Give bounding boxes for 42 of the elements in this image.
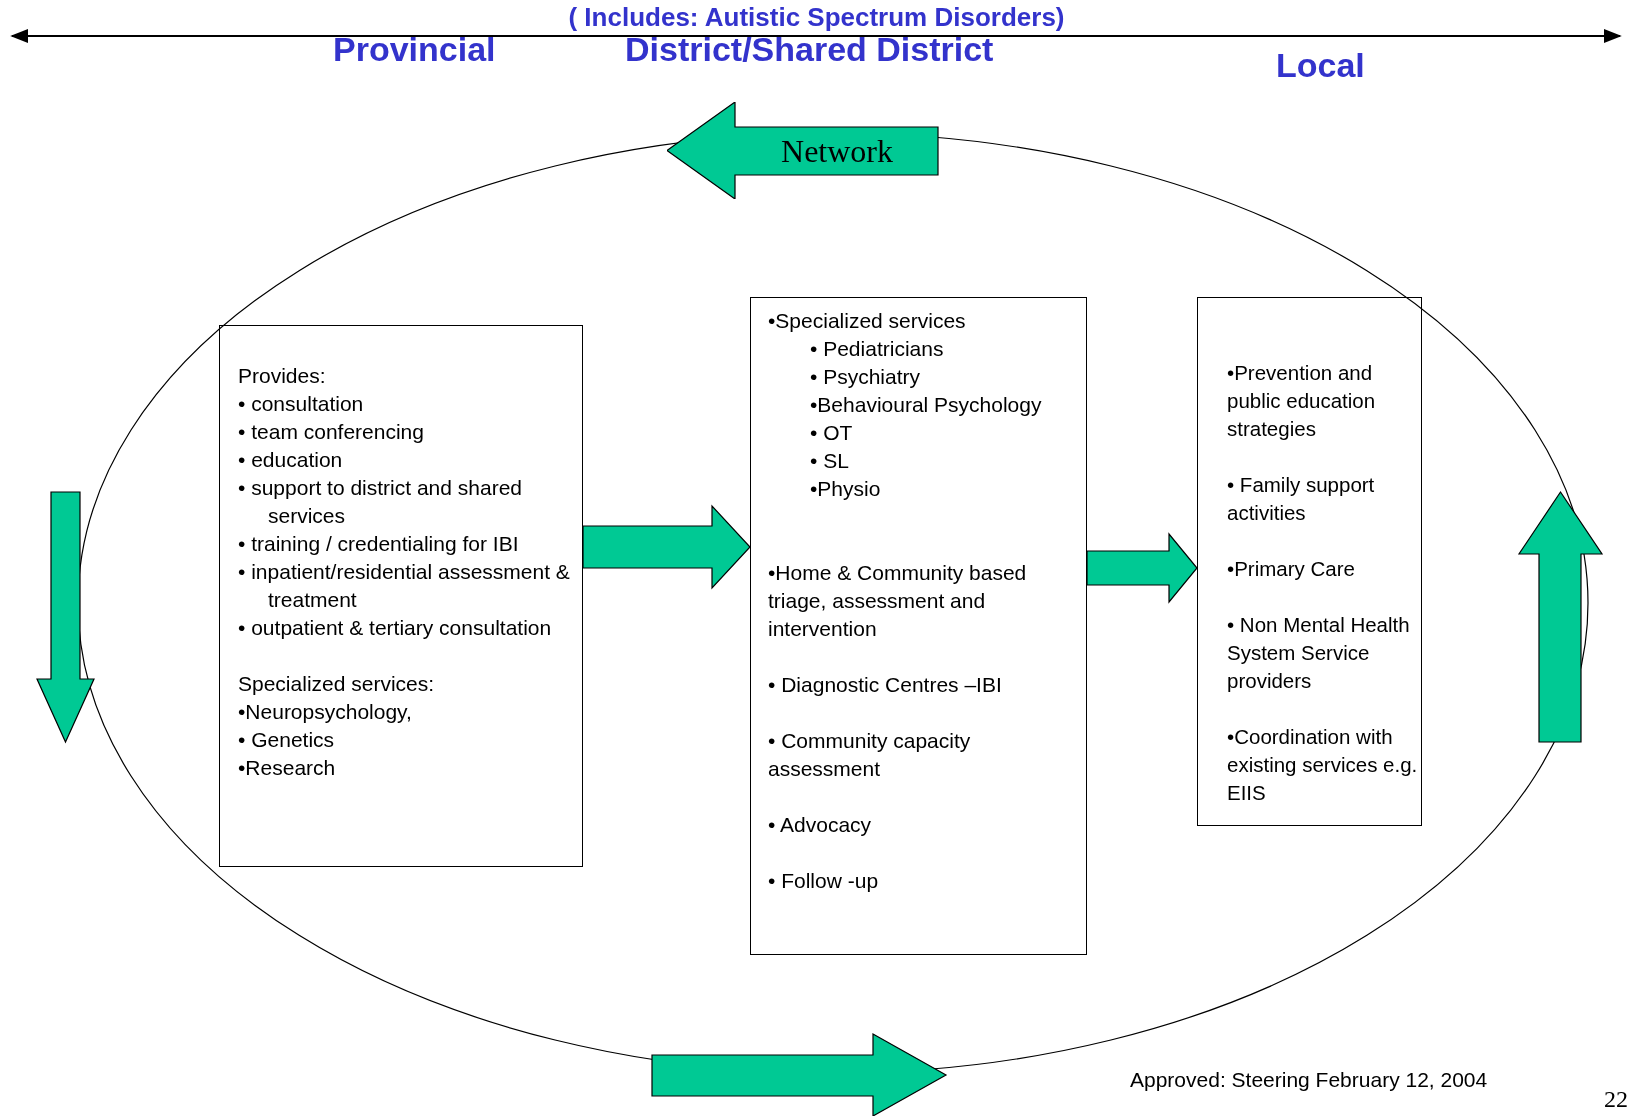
list-item: • OT bbox=[809, 420, 854, 446]
block-arrow bbox=[667, 102, 939, 199]
list-item: • outpatient & tertiary consultation bbox=[238, 615, 553, 641]
list-item: •Physio bbox=[809, 476, 882, 502]
list-item: • Community capacity assessment bbox=[768, 728, 972, 782]
page-number: 22 bbox=[1604, 1086, 1628, 1113]
list-item: • Psychiatry bbox=[809, 364, 922, 390]
list-item: • inpatient/residential assessment & treatment bbox=[238, 559, 571, 613]
list-item: Provides: bbox=[238, 363, 327, 389]
title: ( Includes: Autistic Spectrum Disorders) bbox=[567, 2, 1066, 32]
list-item: •Research bbox=[238, 755, 337, 781]
list-item: •Coordination with existing services e.g. EIIS bbox=[1227, 724, 1419, 806]
arrow-label: Network bbox=[780, 132, 894, 171]
list-item: •Prevention and public education strategies bbox=[1227, 360, 1377, 442]
list-item: •Behavioural Psychology bbox=[809, 392, 1043, 418]
block-arrow bbox=[1086, 532, 1198, 604]
column-heading: District/Shared District bbox=[625, 30, 994, 69]
list-item: • support to district and shared services bbox=[238, 475, 523, 529]
text-box bbox=[219, 325, 583, 867]
approval-note: Approved: Steering February 12, 2004 bbox=[1130, 1068, 1488, 1092]
list-item: • Advocacy bbox=[768, 812, 873, 838]
list-item: •Specialized services bbox=[768, 308, 967, 334]
block-arrow bbox=[582, 504, 751, 590]
text-box bbox=[750, 297, 1087, 955]
text-box bbox=[1197, 297, 1422, 826]
list-item: •Primary Care bbox=[1227, 556, 1356, 582]
list-item: • team conferencing bbox=[238, 419, 425, 445]
list-item: •Neuropsychology, bbox=[238, 699, 413, 725]
list-item: • Follow -up bbox=[768, 868, 880, 894]
list-item: • training / credentialing for IBI bbox=[238, 531, 520, 557]
list-item: Specialized services: bbox=[238, 671, 436, 697]
list-item: • Non Mental Health System Service providers bbox=[1227, 612, 1411, 694]
list-item: • SL bbox=[809, 448, 850, 474]
list-item: • Genetics bbox=[238, 727, 336, 753]
list-item: • consultation bbox=[238, 391, 365, 417]
column-heading: Local bbox=[1276, 46, 1365, 85]
list-item: • Pediatricians bbox=[809, 336, 945, 362]
list-item: • education bbox=[238, 447, 344, 473]
list-item: • Diagnostic Centres –IBI bbox=[768, 672, 1003, 698]
column-heading: Provincial bbox=[333, 30, 496, 69]
list-item: • Family support activities bbox=[1227, 472, 1376, 526]
list-item: •Home & Community based triage, assessment and intervention bbox=[768, 560, 1028, 642]
